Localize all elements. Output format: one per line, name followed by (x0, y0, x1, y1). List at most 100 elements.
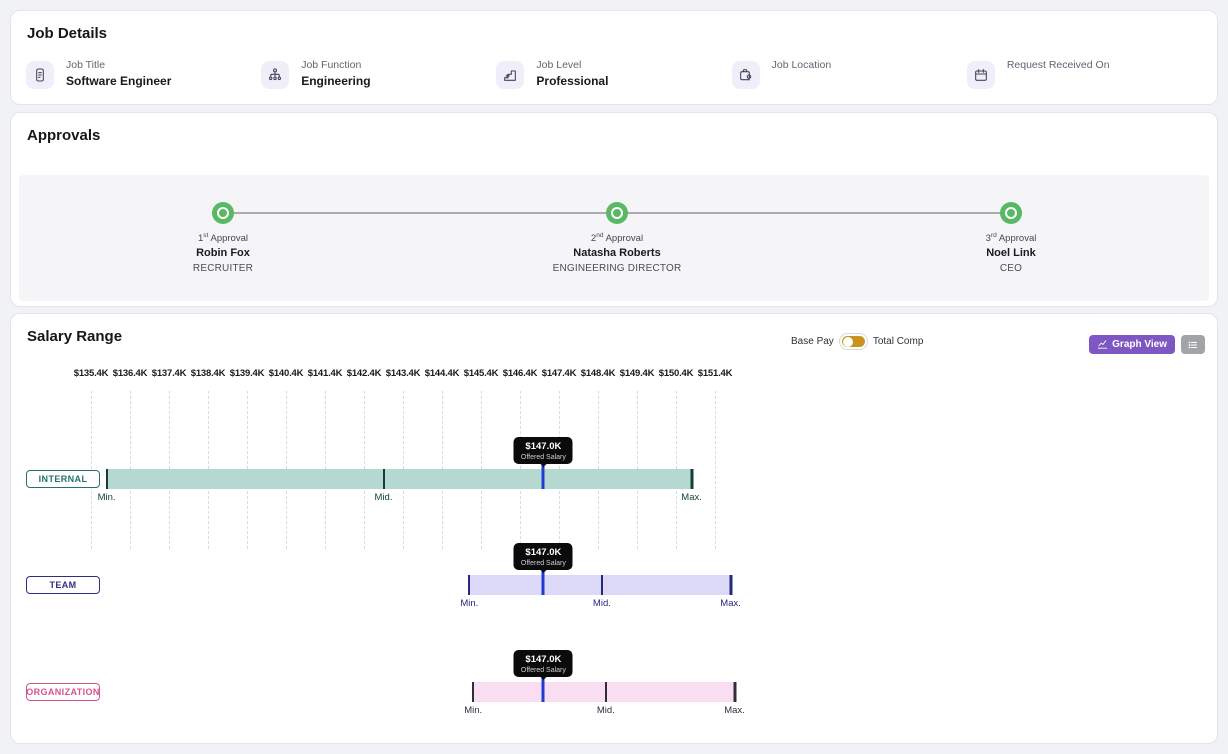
axis-tick-label: $149.4K (619, 368, 655, 379)
min-marker (468, 575, 471, 595)
approval-step-label: 1st Approval (198, 232, 248, 245)
field-request-received-on: Request Received On (966, 59, 1202, 89)
axis-tick-label: $142.4K (346, 368, 382, 379)
field-label: Job Location (771, 59, 832, 71)
career-stairs-icon (496, 61, 525, 89)
offered-salary-value: $147.0K (525, 441, 562, 452)
field-job-title: Job Title Software Engineer (26, 59, 261, 89)
total-comp-label: Total Comp (872, 336, 924, 347)
min-label: Min. (460, 598, 479, 609)
briefcase-location-icon (731, 61, 760, 89)
toggle-knob (842, 336, 853, 347)
field-job-location: Job Location (731, 59, 967, 89)
job-details-title: Job Details (27, 25, 108, 42)
max-label: Max. (681, 492, 702, 503)
job-details-fields: Job Title Software Engineer Job Function… (26, 59, 1202, 89)
axis-tick-label: $141.4K (307, 368, 343, 379)
calendar-icon (966, 61, 995, 89)
chart-line-icon (1098, 340, 1108, 349)
field-value: Software Engineer (66, 74, 172, 88)
axis-tick-label: $137.4K (151, 368, 187, 379)
approval-step-3: 3rd Approval Noel Link CEO (901, 202, 1121, 274)
org-chart-icon (261, 61, 290, 89)
mid-label: Mid. (374, 492, 393, 503)
field-value: Professional (536, 74, 609, 88)
axis-tick-label: $138.4K (190, 368, 226, 379)
max-marker (733, 682, 736, 702)
approval-status-icon (606, 202, 628, 224)
axis-tick-label: $147.4K (541, 368, 577, 379)
axis-tick-label: $144.4K (424, 368, 460, 379)
min-label: Min. (97, 492, 116, 503)
mid-label: Mid. (592, 598, 611, 609)
offered-salary-value: $147.0K (525, 547, 562, 558)
min-marker (472, 682, 475, 702)
axis-tick-label: $135.4K (73, 368, 109, 379)
salary-range-bar (473, 682, 735, 702)
axis-tick-label: $148.4K (580, 368, 616, 379)
offered-salary-line (541, 678, 545, 702)
pay-type-toggle[interactable] (839, 334, 867, 349)
approver-role: RECRUITER (192, 263, 254, 275)
approval-status-icon (1000, 202, 1022, 224)
salary-range-bar (106, 469, 692, 489)
axis-tick-label: $139.4K (229, 368, 265, 379)
axis-tick-label: $150.4K (658, 368, 694, 379)
axis-tick-label: $145.4K (463, 368, 499, 379)
offered-salary-label: Offered Salary (520, 454, 566, 461)
approval-status-icon (212, 202, 234, 224)
offered-salary-tooltip: $147.0K Offered Salary (513, 650, 573, 677)
field-label: Job Title (66, 59, 106, 71)
salary-range-title: Salary Range (27, 328, 123, 345)
salary-range-bar (469, 575, 731, 595)
field-value: Engineering (301, 74, 371, 88)
approvals-card: Approvals 1st Approval Robin Fox RECRUIT… (10, 112, 1218, 307)
min-label: Min. (464, 705, 483, 716)
min-marker (105, 469, 108, 489)
list-view-icon (1188, 341, 1197, 348)
mid-marker (382, 469, 385, 489)
salary-range-card: $135.4K$136.4K$137.4K$138.4K$139.4K$140.… (10, 313, 1218, 744)
approval-step-label: 3rd Approval (985, 232, 1037, 245)
field-label: Job Level (536, 59, 582, 71)
graph-view-button[interactable]: Graph View (1089, 335, 1175, 354)
field-label: Request Received On (1006, 59, 1110, 71)
category-badge-team: TEAM (26, 576, 100, 594)
mid-marker (600, 575, 603, 595)
field-job-function: Job Function Engineering (261, 59, 496, 89)
axis-tick-label: $146.4K (502, 368, 538, 379)
axis-tick-label: $143.4K (385, 368, 421, 379)
category-badge-organization: ORGANIZATION (26, 683, 100, 701)
approvals-stepper: 1st Approval Robin Fox RECRUITER 2nd App… (19, 175, 1209, 301)
max-marker (729, 575, 733, 595)
axis-tick-label: $151.4K (697, 368, 733, 379)
job-details-card: Job Details Job Title Software Engineer … (10, 10, 1218, 105)
pay-type-toggle-group: Base Pay Total Comp (791, 334, 923, 349)
approver-name: Natasha Roberts (573, 247, 661, 260)
axis-tick-label: $140.4K (268, 368, 304, 379)
approval-step-label: 2nd Approval (590, 232, 644, 245)
chart-area: $135.4K$136.4K$137.4K$138.4K$139.4K$140.… (11, 314, 1217, 743)
graph-view-label: Graph View (1112, 339, 1167, 350)
max-label: Max. (724, 705, 745, 716)
approver-role: CEO (999, 263, 1023, 275)
offered-salary-tooltip: $147.0K Offered Salary (513, 437, 573, 464)
approver-role: ENGINEERING DIRECTOR (552, 263, 682, 275)
approval-step-2: 2nd Approval Natasha Roberts ENGINEERING… (507, 202, 727, 274)
offered-salary-line (541, 571, 545, 595)
base-pay-label: Base Pay (791, 336, 834, 347)
axis-tick-label: $136.4K (112, 368, 148, 379)
offered-salary-label: Offered Salary (520, 667, 566, 674)
field-job-level: Job Level Professional (496, 59, 731, 89)
offered-salary-value: $147.0K (525, 654, 562, 665)
document-icon (26, 61, 54, 89)
approver-name: Robin Fox (196, 247, 250, 260)
offered-salary-line (541, 465, 545, 489)
offered-salary-tooltip: $147.0K Offered Salary (513, 543, 573, 570)
field-label: Job Function (301, 59, 362, 71)
max-marker (690, 469, 694, 489)
offered-salary-label: Offered Salary (520, 560, 566, 567)
approval-step-1: 1st Approval Robin Fox RECRUITER (113, 202, 333, 274)
approver-name: Noel Link (986, 247, 1036, 260)
list-view-button[interactable] (1181, 335, 1205, 354)
